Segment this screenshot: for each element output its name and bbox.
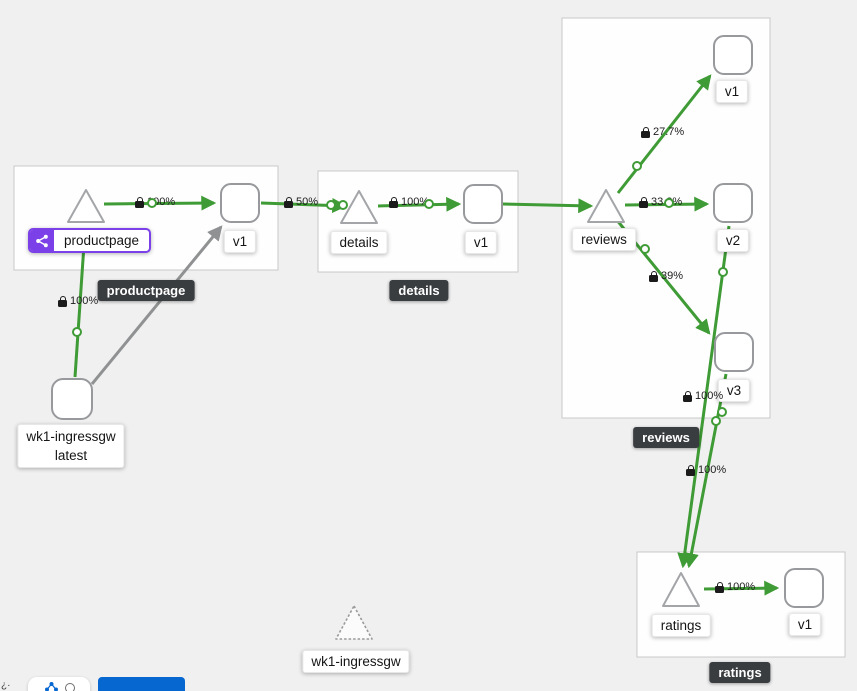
node-reviews-v1[interactable]: [713, 35, 753, 75]
edge-dot: [711, 416, 721, 426]
edge-label-ppv1-to-details: 50%: [284, 196, 318, 208]
clock-icon: [64, 683, 75, 691]
mtls-lock-icon: [389, 196, 398, 208]
ingress-workload-version: latest: [54, 448, 88, 463]
mtls-lock-icon: [686, 464, 695, 476]
node-label-productpage-selected[interactable]: productpage: [28, 228, 152, 253]
node-label-reviews-v3[interactable]: v3: [717, 379, 751, 402]
edge-label-ingress-to-productpage: 100%: [58, 295, 98, 307]
edge-reviews-to-v1[interactable]: [616, 74, 712, 194]
app-badge-icon: [30, 230, 54, 251]
edge-dot: [717, 407, 727, 417]
edge-label-reviews-to-v2: 33.2%: [639, 196, 682, 208]
node-ingress-workload[interactable]: [51, 378, 93, 420]
edge-label-reviews-to-v1: 27.7%: [641, 126, 684, 138]
mtls-lock-icon: [649, 270, 658, 282]
node-reviews-v2[interactable]: [713, 183, 753, 223]
node-reviews-service[interactable]: [587, 189, 625, 223]
mtls-lock-icon: [58, 295, 67, 307]
node-label-ratings[interactable]: ratings: [651, 614, 711, 637]
node-label-text: productpage: [64, 233, 140, 248]
node-label-ingress-workload[interactable]: wk1-ingressgw latest: [17, 424, 125, 468]
edge-label-reviews-to-v3: 39%: [649, 270, 683, 282]
node-details-service[interactable]: [340, 190, 378, 224]
node-label-details-v1[interactable]: v1: [464, 231, 498, 254]
legend-button[interactable]: Legend: [98, 677, 185, 691]
mtls-lock-icon: [284, 196, 293, 208]
mtls-lock-icon: [683, 390, 692, 402]
group-badge-reviews[interactable]: reviews: [633, 427, 699, 448]
node-ingress-service-idle[interactable]: [335, 605, 373, 640]
node-productpage-v1[interactable]: [220, 183, 260, 223]
node-ratings-v1[interactable]: [784, 568, 824, 608]
mtls-lock-icon: [641, 126, 650, 138]
node-reviews-v3[interactable]: [714, 332, 754, 372]
edge-dot: [326, 200, 336, 210]
edge-dot: [424, 199, 434, 209]
mtls-lock-icon: [715, 581, 724, 593]
group-badge-productpage[interactable]: productpage: [97, 280, 195, 301]
cropped-toolbar-fragment: ¿·: [1, 680, 11, 691]
mtls-lock-icon: [639, 196, 648, 208]
node-label-details[interactable]: details: [330, 231, 388, 254]
node-ratings-service[interactable]: [662, 572, 700, 607]
edge-ingress-to-productpage[interactable]: [73, 227, 92, 378]
ingress-workload-name: wk1-ingressgw: [26, 429, 116, 444]
edge-dot: [72, 327, 82, 337]
group-badge-ratings[interactable]: ratings: [709, 662, 771, 683]
edge-dot: [147, 198, 157, 208]
group-badge-details[interactable]: details: [389, 280, 449, 301]
edge-dot: [338, 200, 348, 210]
edge-v2-to-ratings[interactable]: [677, 225, 731, 569]
node-label-reviews-v2[interactable]: v2: [716, 229, 750, 252]
node-label-ratings-v1[interactable]: v1: [788, 613, 822, 636]
node-label-ingress-service[interactable]: wk1-ingressgw: [302, 650, 410, 673]
edge-ingress-to-ppv1-idle[interactable]: [90, 225, 223, 385]
edge-dot: [718, 267, 728, 277]
node-label-productpage-v1[interactable]: v1: [223, 230, 257, 253]
node-label-reviews-v1[interactable]: v1: [715, 80, 749, 103]
graph-type-icon: [44, 682, 58, 691]
edge-label-details-to-v1: 100%: [389, 196, 429, 208]
node-label-reviews[interactable]: reviews: [572, 228, 636, 251]
edge-productpage-to-v1[interactable]: [103, 195, 217, 211]
edge-label-v3-to-ratings: 100%: [686, 464, 726, 476]
edge-v3-to-ratings[interactable]: [684, 373, 728, 569]
edge-label-ratings-to-v1: 100%: [715, 581, 755, 593]
node-productpage-service[interactable]: [67, 189, 105, 223]
edge-label-v2-to-ratings: 100%: [683, 390, 723, 402]
edge-dot: [640, 244, 650, 254]
edge-dot: [632, 161, 642, 171]
node-details-v1[interactable]: [463, 184, 503, 224]
mtls-lock-icon: [135, 196, 144, 208]
graph-controls-button[interactable]: [28, 677, 90, 691]
edge-to-reviews[interactable]: [502, 198, 594, 214]
edge-dot: [664, 198, 674, 208]
